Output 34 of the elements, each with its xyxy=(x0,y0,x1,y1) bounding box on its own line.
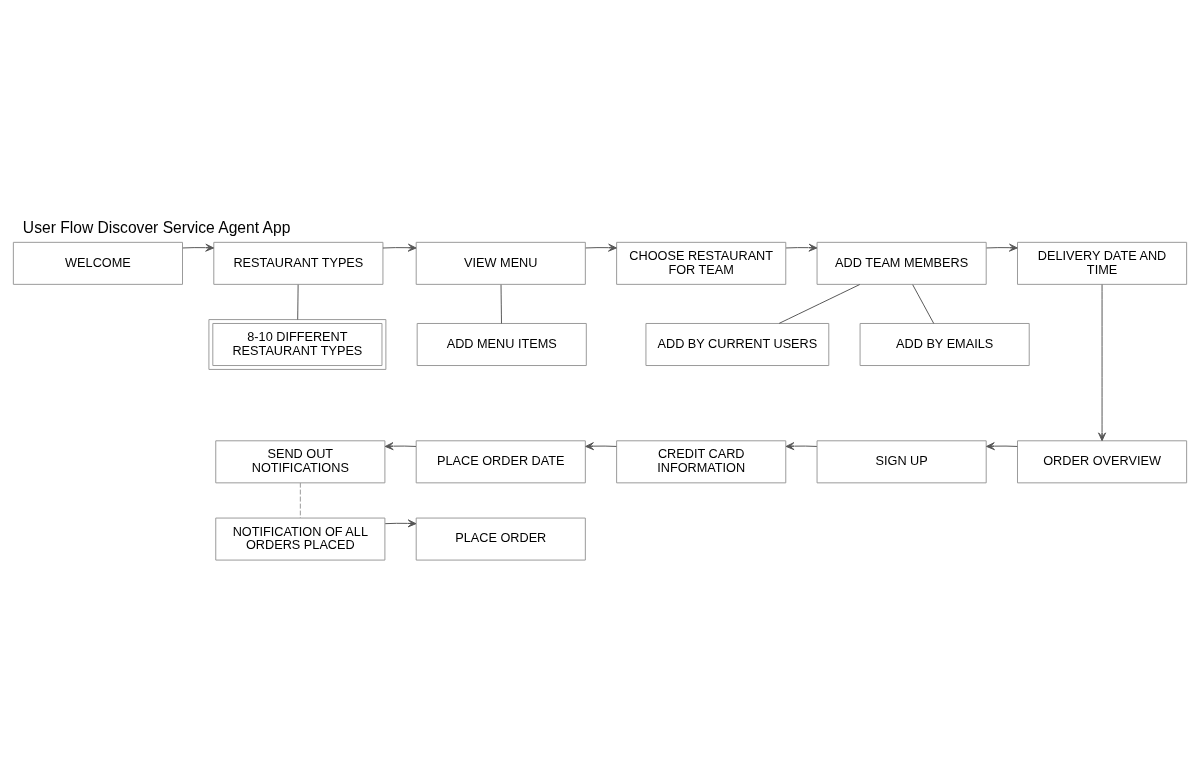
node-box: ADD BY EMAILS xyxy=(859,322,1030,366)
connector xyxy=(778,283,861,324)
node-box: PLACE ORDER DATE xyxy=(415,439,586,483)
arrow xyxy=(585,243,617,252)
node-box: CREDIT CARD INFORMATION xyxy=(616,439,787,483)
node-box: VIEW MENU xyxy=(415,241,586,285)
arrow xyxy=(986,441,1018,450)
node-box: SIGN UP xyxy=(816,439,987,483)
arrow xyxy=(585,441,617,450)
node-box: SEND OUT NOTIFICATIONS xyxy=(215,439,386,483)
node-box: CHOOSE RESTAURANT FOR TEAM xyxy=(616,241,787,285)
node-box: PLACE ORDER xyxy=(415,517,586,561)
connector xyxy=(299,482,301,518)
arrow xyxy=(1098,283,1107,441)
node-box: NOTIFICATION OF ALL ORDERS PLACED xyxy=(215,517,386,561)
arrow xyxy=(384,441,417,450)
arrow xyxy=(986,243,1018,252)
node-box: RESTAURANT TYPES xyxy=(213,241,384,285)
arrow xyxy=(384,518,417,527)
connector xyxy=(912,283,935,324)
arrow xyxy=(382,243,417,252)
connector xyxy=(297,283,299,320)
connector xyxy=(500,283,502,324)
node-box: ORDER OVERVIEW xyxy=(1017,439,1188,483)
node-box: 8-10 DIFFERENT RESTAURANT TYPES xyxy=(208,318,387,370)
node-box: ADD MENU ITEMS xyxy=(416,322,587,366)
arrow xyxy=(785,441,818,450)
node-box: ADD TEAM MEMBERS xyxy=(816,241,987,285)
node-box: WELCOME xyxy=(12,241,183,285)
node-box: ADD BY CURRENT USERS xyxy=(645,322,830,366)
arrow xyxy=(785,243,818,252)
arrow xyxy=(182,243,215,252)
diagram-title: User Flow Discover Service Agent App xyxy=(22,218,291,236)
node-box: DELIVERY DATE AND TIME xyxy=(1017,241,1188,285)
